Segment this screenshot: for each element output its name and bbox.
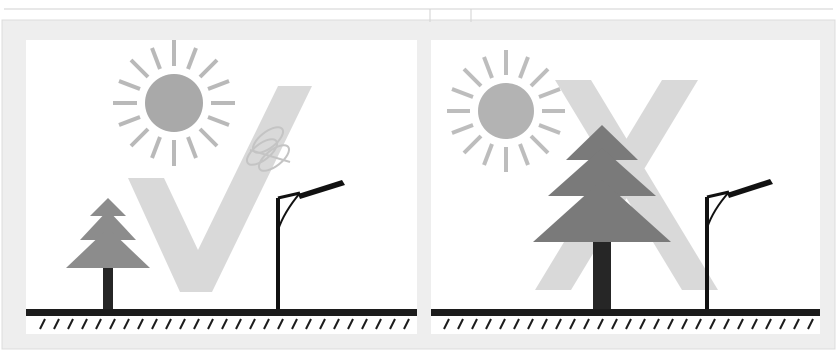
sun-disc [478, 83, 534, 139]
ground-bar [26, 309, 417, 316]
sun-disc [145, 74, 203, 132]
sun-icon [447, 50, 565, 172]
ground-bar [431, 309, 820, 316]
tree-trunk [593, 240, 611, 311]
tree-trunk [103, 266, 113, 311]
panel-correct [26, 40, 417, 334]
panel-incorrect [431, 40, 820, 334]
